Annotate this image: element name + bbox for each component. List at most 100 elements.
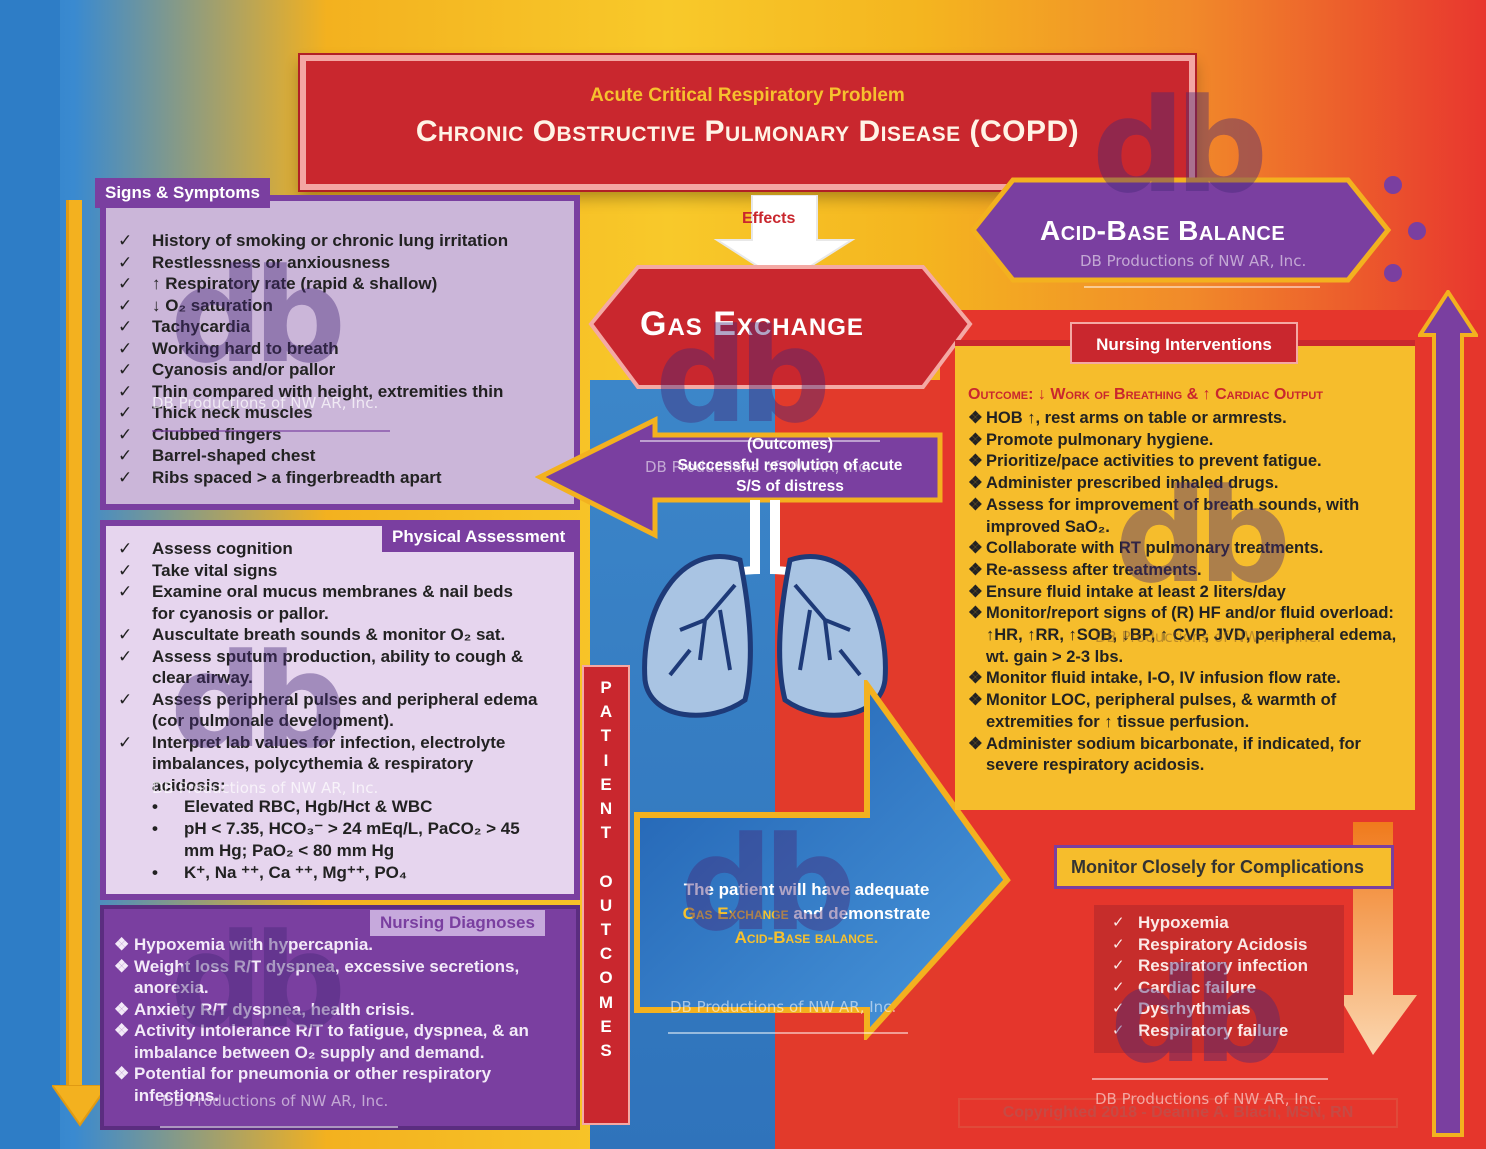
list-item: Ensure fluid intake at least 2 liters/da… [968, 582, 1408, 604]
vertical-letter: I [603, 750, 609, 770]
watermark-line [640, 440, 880, 442]
nursing-diagnoses-list: Hypoxemia with hypercapnia. Weight loss … [114, 934, 569, 1106]
interventions-outcome: Outcome: ↓ Work of Breathing & ↑ Cardiac… [968, 386, 1323, 403]
watermark-line [1084, 286, 1320, 288]
nursing-interventions-tab: Nursing Interventions [1070, 322, 1298, 364]
acid-base-hexagon [969, 177, 1392, 283]
lab-item: pH < 7.35, HCO₃⁻ > 24 mEq/L, PaCO₂ > 45 … [152, 818, 568, 862]
list-item: Cardiac failure [1104, 977, 1344, 999]
lungs-illustration [642, 500, 888, 718]
list-item: Ribs spaced > a fingerbreadth apart [118, 467, 568, 489]
patient-outcome-text: The patient will have adequate Gas Excha… [664, 878, 949, 950]
list-item: Activity Intolerance R/T to fatigue, dys… [114, 1020, 569, 1063]
watermark-line [668, 1032, 908, 1034]
list-item: Monitor LOC, peripheral pulses, & warmth… [968, 690, 1408, 733]
list-item: History of smoking or chronic lung irrit… [118, 230, 568, 252]
title-subtitle: Acute Critical Respiratory Problem [590, 85, 905, 106]
patient-outcomes-bar [582, 665, 630, 1125]
vertical-letter: E [600, 774, 612, 794]
page-title: Chronic Obstructive Pulmonary Disease (C… [415, 115, 1080, 148]
list-item: Examine oral mucus membranes & nail beds… [118, 581, 568, 624]
list-item: Respiratory Acidosis [1104, 934, 1344, 956]
title-banner: Acute Critical Respiratory Problem Chron… [300, 55, 1195, 190]
vertical-letter: N [599, 799, 613, 819]
list-item: Assess for improvement of breath sounds,… [968, 495, 1408, 538]
list-item: Dysrhythmias [1104, 998, 1344, 1020]
list-item: Prioritize/pace activities to prevent fa… [968, 451, 1408, 473]
list-item: Assess sputum production, ability to cou… [118, 646, 568, 689]
list-item: Anxiety R/T dyspnea, health crisis. [114, 999, 569, 1021]
list-item: Cyanosis and/or pallor [118, 359, 568, 381]
lab-item: K⁺, Na ⁺⁺, Ca ⁺⁺, Mg⁺⁺, PO₄ [152, 862, 568, 884]
gas-exchange-hexagon [588, 265, 973, 389]
list-item: Collaborate with RT pulmonary treatments… [968, 538, 1408, 560]
list-item: Respiratory failure [1104, 1020, 1344, 1042]
list-item: Thin compared with height, extremities t… [118, 381, 568, 403]
right-up-arrow [1418, 290, 1478, 1137]
list-item: Hypoxemia [1104, 912, 1344, 934]
effects-arrow [713, 195, 856, 285]
list-item: Working hard to breath [118, 338, 568, 360]
outcomes-line: Successful resolution of acute [677, 457, 903, 474]
nursing-diagnoses-tab: Nursing Diagnoses [370, 910, 545, 936]
outcomes-line: S/S of distress [736, 478, 844, 495]
list-item: Administer prescribed inhaled drugs. [968, 473, 1408, 495]
outcomes-text: (Outcomes) Successful resolution of acut… [660, 434, 920, 497]
vertical-letter: T [600, 726, 612, 746]
list-item: Interpret lab values for infection, elec… [118, 732, 568, 797]
list-item: Monitor fluid intake, I-O, IV infusion f… [968, 668, 1408, 690]
decorative-dot [1384, 264, 1402, 282]
left-blue-band [0, 0, 60, 1149]
list-item: Administer sodium bicarbonate, if indica… [968, 734, 1408, 777]
left-down-arrow-shaft [66, 200, 82, 1100]
patient-outcome-text-b: and demonstrate [788, 904, 931, 923]
outcomes-heading: (Outcomes) [746, 436, 834, 453]
vertical-letter [582, 845, 630, 869]
list-item: Potential for pneumonia or other respira… [114, 1063, 569, 1106]
complications-list: Hypoxemia Respiratory Acidosis Respirato… [1104, 912, 1344, 1041]
list-item: Assess peripheral pulses and peripheral … [118, 689, 568, 732]
patient-outcome-line: The patient will have adequate [683, 880, 930, 899]
vertical-letter: T [600, 823, 612, 843]
list-item: Restlessness or anxiousness [118, 252, 568, 274]
list-item: Auscultate breath sounds & monitor O₂ sa… [118, 624, 568, 646]
decorative-dot [1408, 222, 1426, 240]
list-item: Hypoxemia with hypercapnia. [114, 934, 569, 956]
list-item: Thick neck muscles [118, 402, 568, 424]
list-item: Monitor/report signs of (R) HF and/or fl… [968, 603, 1408, 668]
vertical-letter: E [600, 1016, 612, 1036]
vertical-letter: M [598, 992, 614, 1012]
vertical-letter: U [599, 895, 613, 915]
outcomes-arrow [535, 415, 943, 540]
signs-symptoms-list: History of smoking or chronic lung irrit… [118, 230, 568, 488]
list-item: ↓ O₂ saturation [118, 295, 568, 317]
vertical-letter: C [599, 944, 613, 964]
vertical-letter: A [599, 702, 613, 722]
vertical-letter: O [599, 968, 613, 988]
decorative-dot [1384, 176, 1402, 194]
vertical-letter: P [600, 678, 612, 697]
left-down-arrow-head [52, 1085, 108, 1127]
list-item: Barrel-shaped chest [118, 445, 568, 467]
list-item: Re-assess after treatments. [968, 560, 1408, 582]
nursing-interventions-list: HOB ↑, rest arms on table or armrests. P… [968, 408, 1408, 777]
watermark-line [1092, 1078, 1328, 1080]
lab-item: Elevated RBC, Hgb/Hct & WBC [152, 796, 568, 818]
acid-base-highlight: Acid-Base balance. [734, 928, 879, 947]
list-item: Promote pulmonary hygiene. [968, 430, 1408, 452]
vertical-letter: S [600, 1041, 612, 1061]
effects-label: Effects [742, 210, 796, 227]
copyright-notice: Copyrighted 2018 - Deanne A. Blach, MSN,… [958, 1098, 1398, 1128]
watermark-line [160, 1126, 398, 1128]
gas-exchange-highlight: Gas Exchange [682, 904, 789, 923]
list-item: ↑ Respiratory rate (rapid & shallow) [118, 273, 568, 295]
list-item: Take vital signs [118, 560, 568, 582]
signs-symptoms-tab: Signs & Symptoms [95, 178, 270, 208]
patient-outcome-arrow [634, 680, 1011, 1040]
list-item: Clubbed fingers [118, 424, 568, 446]
acid-base-label: Acid-Base Balance [1040, 215, 1286, 246]
list-item: Respiratory infection [1104, 955, 1344, 977]
list-item: Assess cognition [118, 538, 568, 560]
list-item: Tachycardia [118, 316, 568, 338]
